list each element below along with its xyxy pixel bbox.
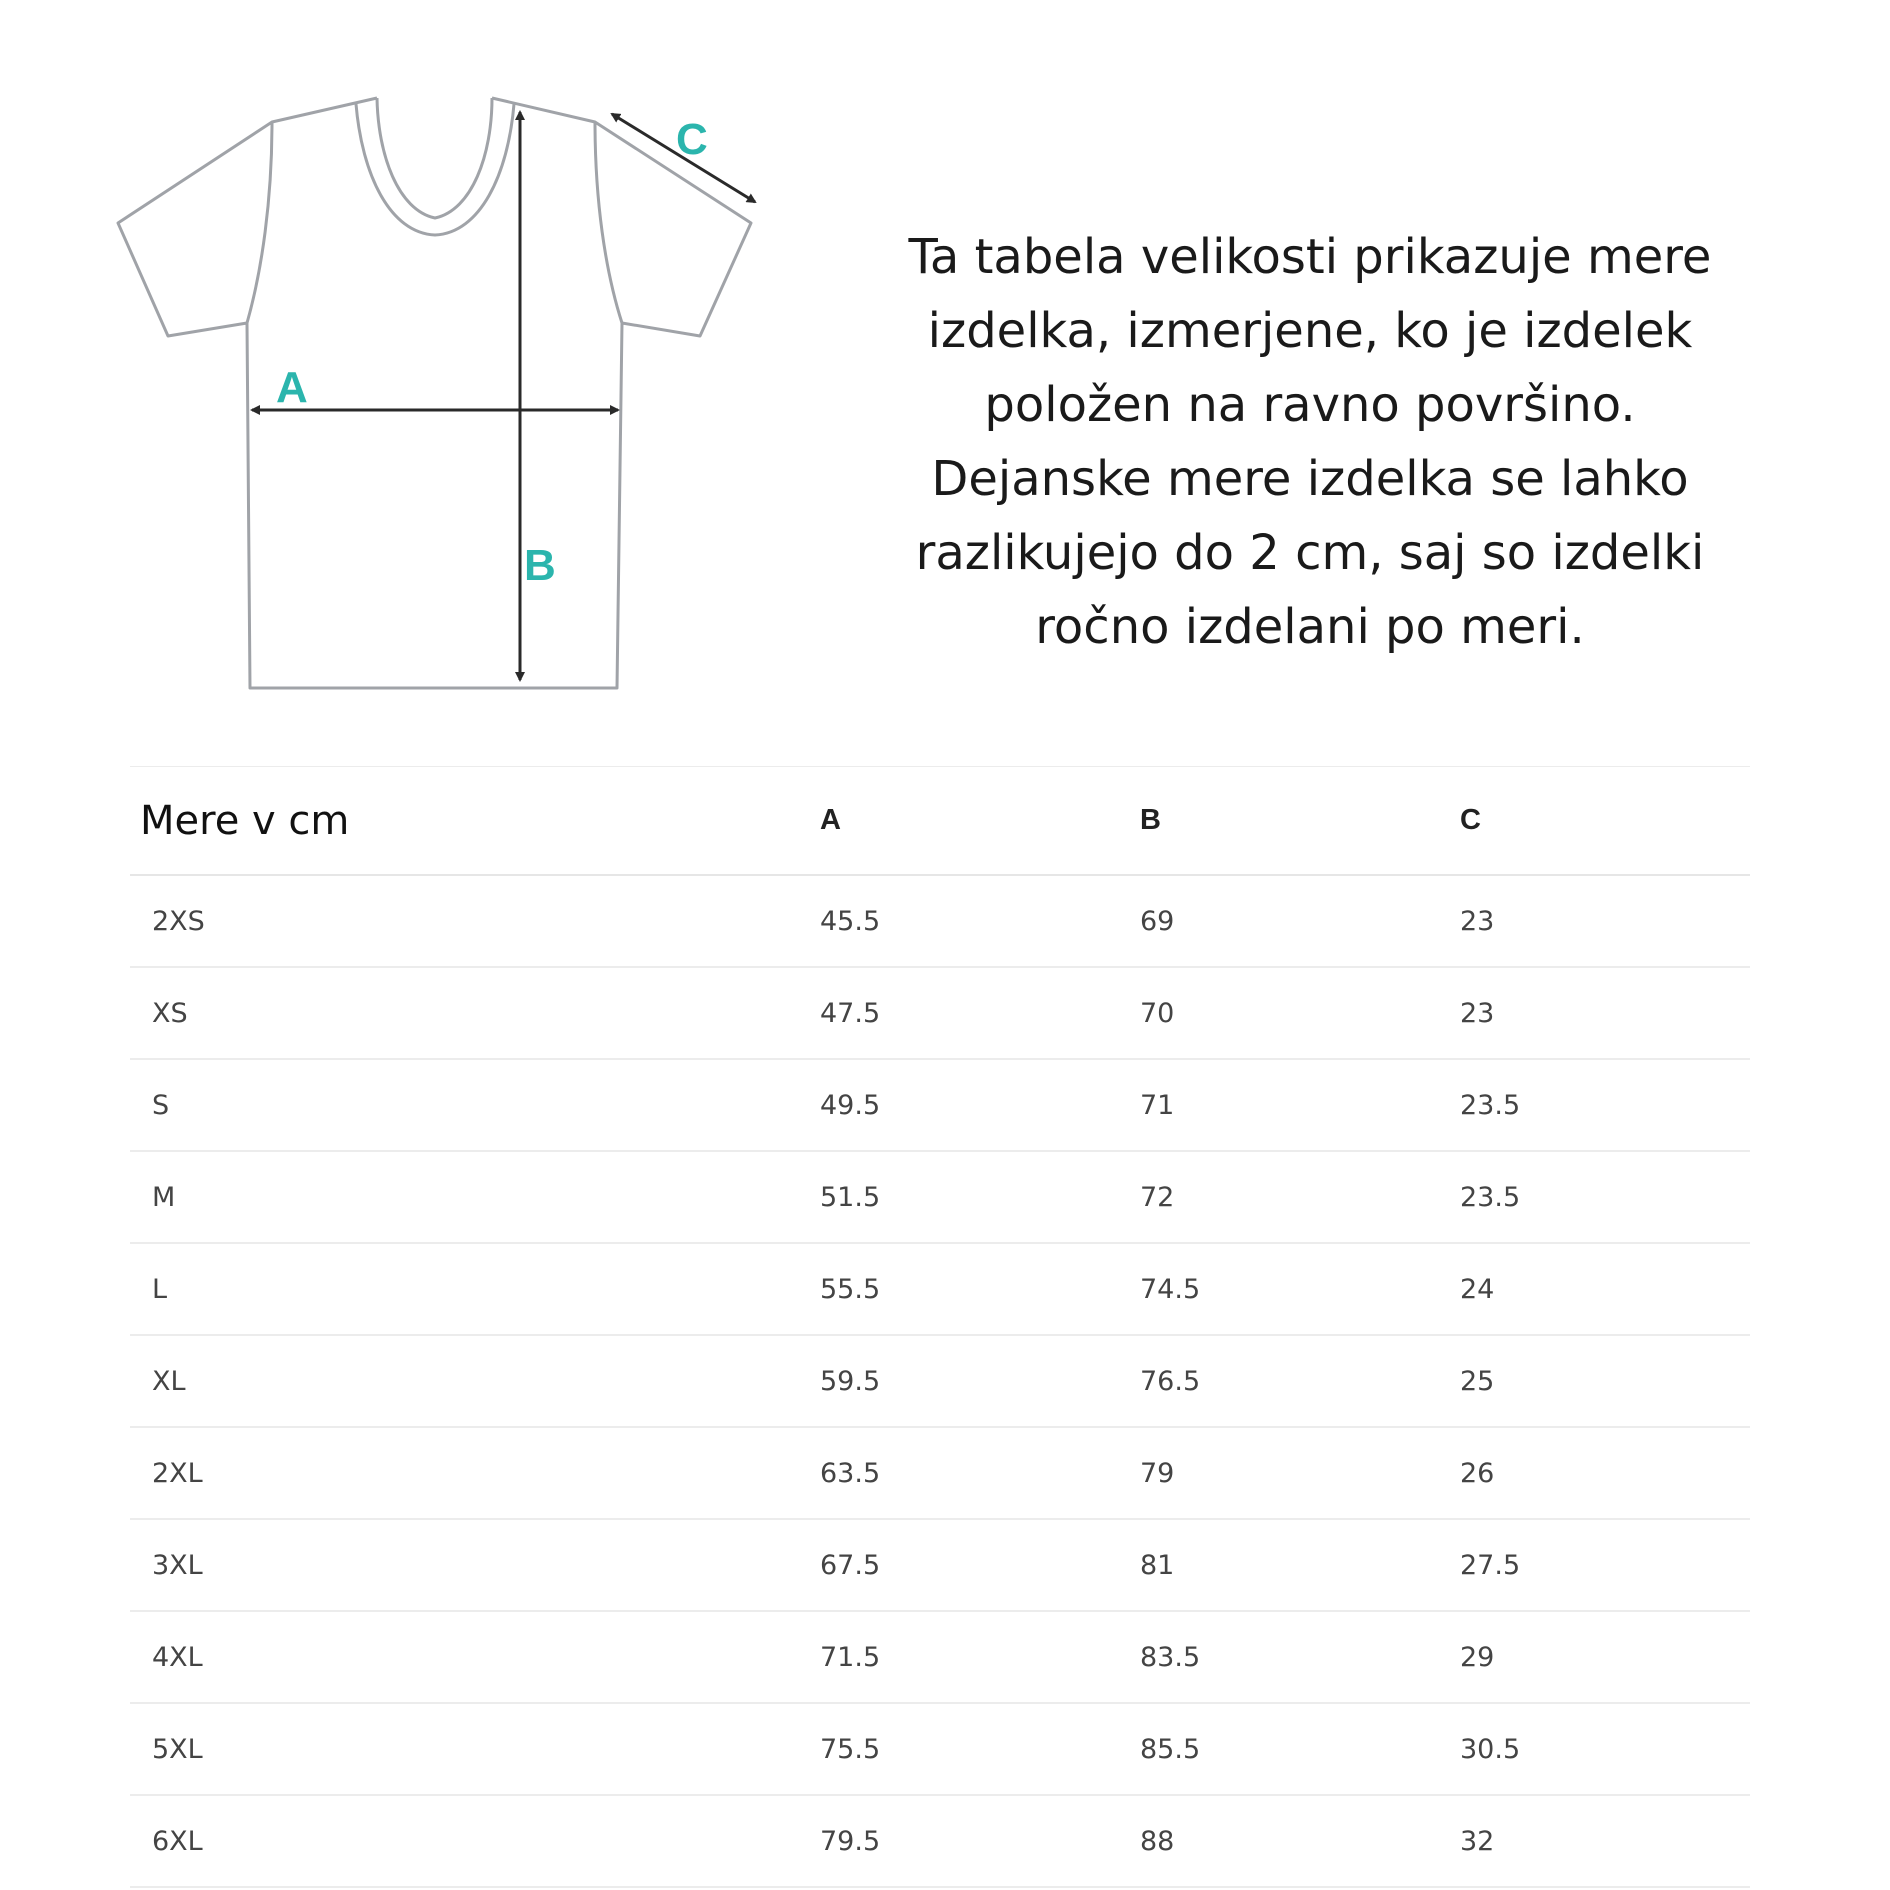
label-a: A [276,363,308,412]
value-a-cell: 55.5 [820,1243,1140,1336]
size-cell: 3XL [130,1519,820,1612]
description-line: ročno izdelani po meri. [1035,599,1585,655]
description-line: Dejanske mere izdelka se lahko [931,451,1689,507]
table-top-divider [130,766,1750,767]
value-c-cell: 29 [1460,1611,1750,1704]
value-c-cell: 30.5 [1460,1703,1750,1796]
table-header-row: Mere v cm A B C [130,767,1750,876]
table-row: 3XL 67.5 81 27.5 [130,1519,1750,1612]
table-row: 4XL 71.5 83.5 29 [130,1611,1750,1704]
value-c-cell: 32 [1460,1795,1750,1888]
tshirt-outline [116,96,753,690]
table-row: S 49.5 71 23.5 [130,1059,1750,1152]
value-c-cell: 26 [1460,1427,1750,1520]
table-row: XS 47.5 70 23 [130,967,1750,1060]
size-cell: 2XS [130,875,820,968]
value-c-cell: 23.5 [1460,1151,1750,1244]
size-cell: XL [130,1335,820,1428]
size-chart-description: Ta tabela velikosti prikazuje mere izdel… [880,220,1740,664]
table-row: 2XL 63.5 79 26 [130,1427,1750,1520]
value-b-cell: 76.5 [1140,1335,1460,1428]
header-measurements-label: Mere v cm [130,767,820,876]
value-a-cell: 75.5 [820,1703,1140,1796]
label-c: C [676,115,708,164]
tshirt-diagram: A B C [0,0,800,720]
value-b-cell: 85.5 [1140,1703,1460,1796]
size-cell: S [130,1059,820,1152]
label-b: B [524,541,556,590]
value-b-cell: 71 [1140,1059,1460,1152]
value-a-cell: 67.5 [820,1519,1140,1612]
value-a-cell: 51.5 [820,1151,1140,1244]
table-row: 6XL 79.5 88 32 [130,1795,1750,1888]
value-b-cell: 70 [1140,967,1460,1060]
size-cell: 2XL [130,1427,820,1520]
value-c-cell: 25 [1460,1335,1750,1428]
header-b: B [1140,767,1460,876]
description-line: izdelka, izmerjene, ko je izdelek [927,303,1693,359]
value-c-cell: 24 [1460,1243,1750,1336]
table-row: M 51.5 72 23.5 [130,1151,1750,1244]
size-cell: 6XL [130,1795,820,1888]
value-a-cell: 71.5 [820,1611,1140,1704]
arrow-c [610,112,757,204]
table-row: 2XS 45.5 69 23 [130,875,1750,968]
value-b-cell: 72 [1140,1151,1460,1244]
size-table: Mere v cm A B C 2XS 45.5 69 23 XS 47.5 7… [130,767,1750,1888]
value-a-cell: 59.5 [820,1335,1140,1428]
header-a: A [820,767,1140,876]
value-a-cell: 49.5 [820,1059,1140,1152]
table-row: XL 59.5 76.5 25 [130,1335,1750,1428]
size-cell: XS [130,967,820,1060]
value-b-cell: 83.5 [1140,1611,1460,1704]
size-cell: M [130,1151,820,1244]
value-b-cell: 88 [1140,1795,1460,1888]
size-cell: 5XL [130,1703,820,1796]
header-c: C [1460,767,1750,876]
description-line: položen na ravno površino. [984,377,1636,433]
value-c-cell: 23 [1460,875,1750,968]
size-cell: L [130,1243,820,1336]
value-a-cell: 45.5 [820,875,1140,968]
value-c-cell: 27.5 [1460,1519,1750,1612]
measurement-arrows [250,110,757,682]
value-a-cell: 63.5 [820,1427,1140,1520]
value-b-cell: 74.5 [1140,1243,1460,1336]
value-a-cell: 79.5 [820,1795,1140,1888]
size-cell: 4XL [130,1611,820,1704]
tshirt-illustration: A B C [116,96,757,690]
description-line: razlikujejo do 2 cm, saj so izdelki [915,525,1705,581]
table-row: L 55.5 74.5 24 [130,1243,1750,1336]
description-line: Ta tabela velikosti prikazuje mere [908,229,1712,285]
value-c-cell: 23 [1460,967,1750,1060]
value-b-cell: 81 [1140,1519,1460,1612]
table-row: 5XL 75.5 85.5 30.5 [130,1703,1750,1796]
value-b-cell: 69 [1140,875,1460,968]
value-a-cell: 47.5 [820,967,1140,1060]
value-c-cell: 23.5 [1460,1059,1750,1152]
value-b-cell: 79 [1140,1427,1460,1520]
